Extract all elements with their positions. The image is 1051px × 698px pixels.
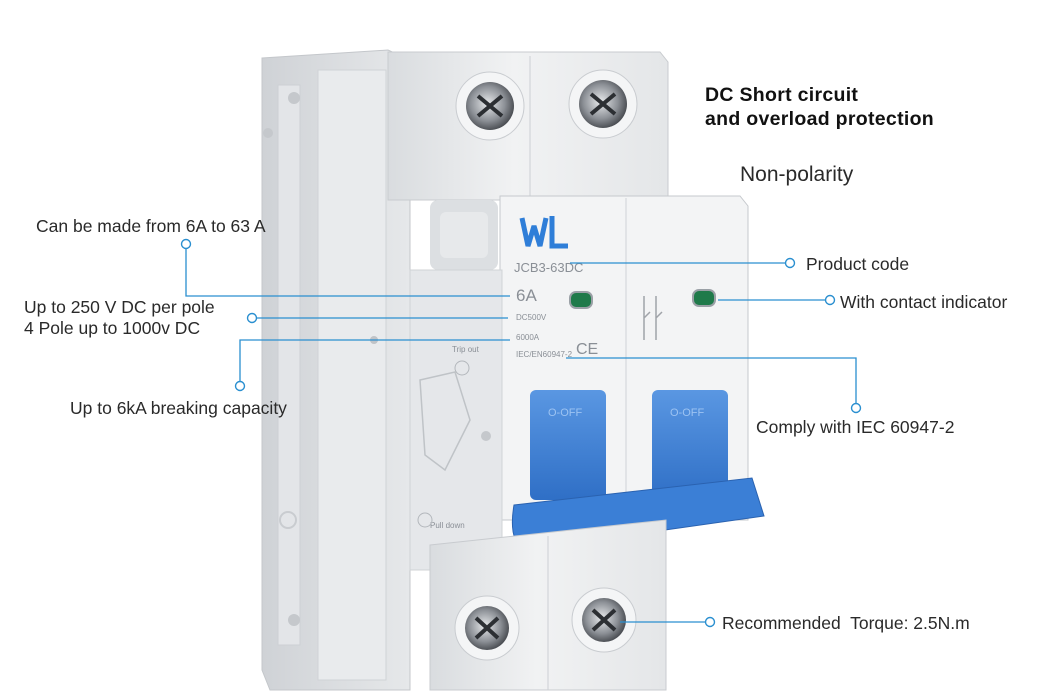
bottom-screw-right [571,587,637,653]
brand-logo [519,216,568,249]
handle-label-right: O-OFF [670,407,704,419]
callout-breaking-capacity: Up to 6kA breaking capacity [70,398,287,418]
bottom-screw-left [454,595,520,661]
callout-product-code: Product code [806,254,910,274]
indicator-window-left [569,291,593,309]
callout-contact-indicator: With contact indicator [840,292,1008,312]
leader-breaking [239,339,510,384]
callout-voltage-line-1: Up to 250 V DC per pole [24,297,215,317]
callout-standard: Comply with IEC 60947-2 [756,417,955,437]
marking-pull-down: Pull down [430,521,465,530]
side-panel [261,49,411,691]
leader-standard [566,357,857,404]
ce-mark: CE [576,341,598,358]
marking-voltage: DC500V [516,313,547,322]
marking-standard: IEC/EN60947-2 [516,350,573,359]
toggle-handle-right: O-OFF [652,390,728,500]
callout-torque: Recommended Torque: 2.5N.m [722,613,970,633]
top-screw-right [568,69,638,139]
callout-rating-range: Can be made from 6A to 63 A [36,216,266,236]
callout-voltage-line-2: 4 Pole up to 1000v DC [24,318,201,338]
trip-mechanism-graphic [419,371,471,472]
indicator-window-right [692,289,716,307]
toggle-handle-left: O-OFF [530,390,606,500]
leader-lines [185,248,857,623]
headline-line-2: and overload protection [705,108,935,130]
top-screw-left [455,71,525,141]
subtitle-non-polarity: Non-polarity [740,163,854,186]
leader-endpoints [180,238,862,628]
trip-step-2-icon [454,360,470,376]
marking-current: 6A [516,286,537,305]
handle-label-left: O-OFF [548,407,582,419]
headline-line-1: DC Short circuit [705,84,859,106]
marking-trip-out: Trip out [452,345,480,354]
svg-text:CE: CE [576,341,598,358]
trip-step-1-icon [417,512,433,528]
marking-model: JCB3-63DC [514,260,583,275]
wiring-diagram-symbol [643,296,663,340]
leader-rating [185,248,510,297]
marking-capacity: 6000A [516,333,540,342]
